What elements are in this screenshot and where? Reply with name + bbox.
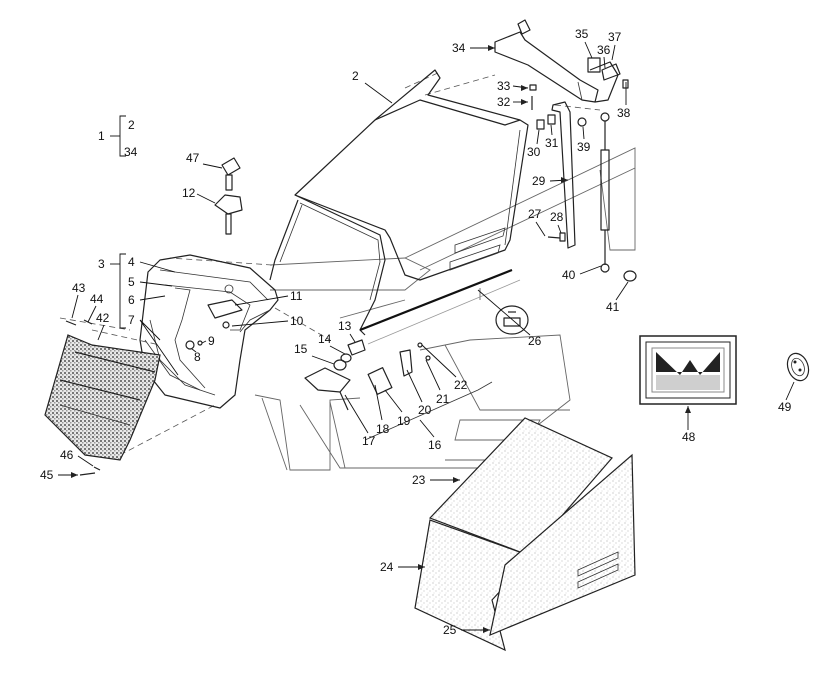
callout-32: 32 (497, 95, 511, 109)
callout-14: 14 (318, 332, 332, 346)
callout-15: 15 (294, 342, 308, 356)
grille-housing-part (139, 254, 279, 409)
callout-46: 46 (60, 448, 74, 462)
callout-49: 49 (778, 400, 792, 414)
callout-29: 29 (532, 174, 546, 188)
emblem-part (786, 352, 810, 382)
callout-30: 30 (527, 145, 541, 159)
callout-18: 18 (376, 422, 390, 436)
callout-6: 6 (128, 293, 135, 307)
callout-37: 37 (608, 30, 622, 44)
callout-39: 39 (577, 140, 591, 154)
support-bracket-part (494, 19, 621, 103)
callout-35: 35 (575, 27, 589, 41)
callout-2-group: 2 (128, 118, 135, 132)
callout-19: 19 (397, 414, 411, 428)
tractor-body-outline (254, 147, 636, 471)
callout-41: 41 (606, 300, 620, 314)
callout-22: 22 (454, 378, 468, 392)
hood-part (269, 69, 529, 336)
callout-3: 3 (98, 257, 105, 271)
callout-7: 7 (128, 313, 135, 327)
assembly-lines (59, 71, 601, 456)
callout-12: 12 (182, 186, 196, 200)
callout-36: 36 (597, 43, 611, 57)
callout-48: 48 (682, 430, 696, 444)
callout-17: 17 (362, 434, 376, 448)
callout-28: 28 (550, 210, 564, 224)
callout-10: 10 (290, 314, 304, 328)
callout-47: 47 (186, 151, 200, 165)
callout-27: 27 (528, 207, 542, 221)
callout-34: 34 (452, 41, 466, 55)
callout-23: 23 (412, 473, 426, 487)
decal-part (639, 335, 737, 405)
callout-16: 16 (428, 438, 442, 452)
callout-21: 21 (436, 392, 450, 406)
callout-2: 2 (352, 69, 359, 83)
callout-9: 9 (208, 334, 215, 348)
callout-4: 4 (128, 255, 135, 269)
callout-34-group: 34 (124, 145, 138, 159)
callout-25: 25 (443, 623, 457, 637)
gas-spring-part (600, 112, 610, 273)
callout-1: 1 (98, 129, 105, 143)
callout-33: 33 (497, 79, 511, 93)
side-panels (414, 417, 636, 652)
callout-11: 11 (290, 289, 303, 303)
callout-44: 44 (90, 292, 104, 306)
callout-13: 13 (338, 319, 352, 333)
callout-38: 38 (617, 106, 631, 120)
callout-43: 43 (72, 281, 86, 295)
callout-20: 20 (418, 403, 432, 417)
grille-mesh-part (44, 334, 161, 461)
callout-26: 26 (528, 334, 542, 348)
callout-5: 5 (128, 275, 135, 289)
callouts: 1 2 34 3 4 5 6 7 2 47 12 43 44 42 11 10 … (40, 27, 795, 637)
callout-42: 42 (96, 311, 110, 325)
callout-8: 8 (194, 350, 201, 364)
long-strip-part (359, 268, 521, 441)
callout-24: 24 (380, 560, 394, 574)
callout-40: 40 (562, 268, 576, 282)
support-rod-part (551, 101, 576, 249)
callout-31: 31 (545, 136, 559, 150)
callout-45: 45 (40, 468, 54, 482)
